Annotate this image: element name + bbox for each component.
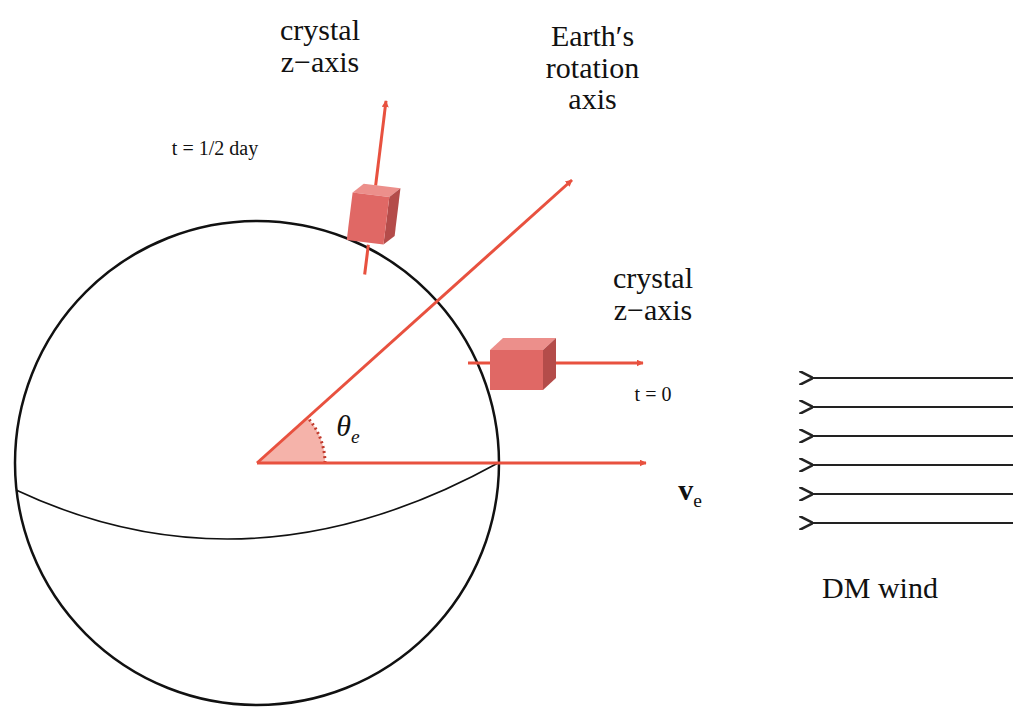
velocity-label: ve xyxy=(660,474,720,511)
crystal-t0 xyxy=(490,338,556,390)
axis-label: crystal z−axis xyxy=(588,262,718,325)
crystal-z-arrow xyxy=(556,362,643,365)
equator-line xyxy=(16,463,498,539)
crystal-mount xyxy=(468,362,492,365)
axis-label: crystal z−axis xyxy=(255,14,385,77)
dm-wind-arrows xyxy=(812,378,1013,523)
axis-label: Earth′s rotation axis xyxy=(530,20,655,115)
velocity-arrow xyxy=(257,462,646,465)
angle-label: θe xyxy=(318,410,378,447)
angle-arc xyxy=(308,418,326,464)
time-label: t = 1/2 day xyxy=(150,138,280,159)
crystal-half-day xyxy=(343,98,411,277)
rotation-axis-arrow xyxy=(257,180,572,463)
angle-wedge xyxy=(257,418,325,464)
time-label: t = 0 xyxy=(608,384,698,405)
wind-label: DM wind xyxy=(805,572,955,604)
